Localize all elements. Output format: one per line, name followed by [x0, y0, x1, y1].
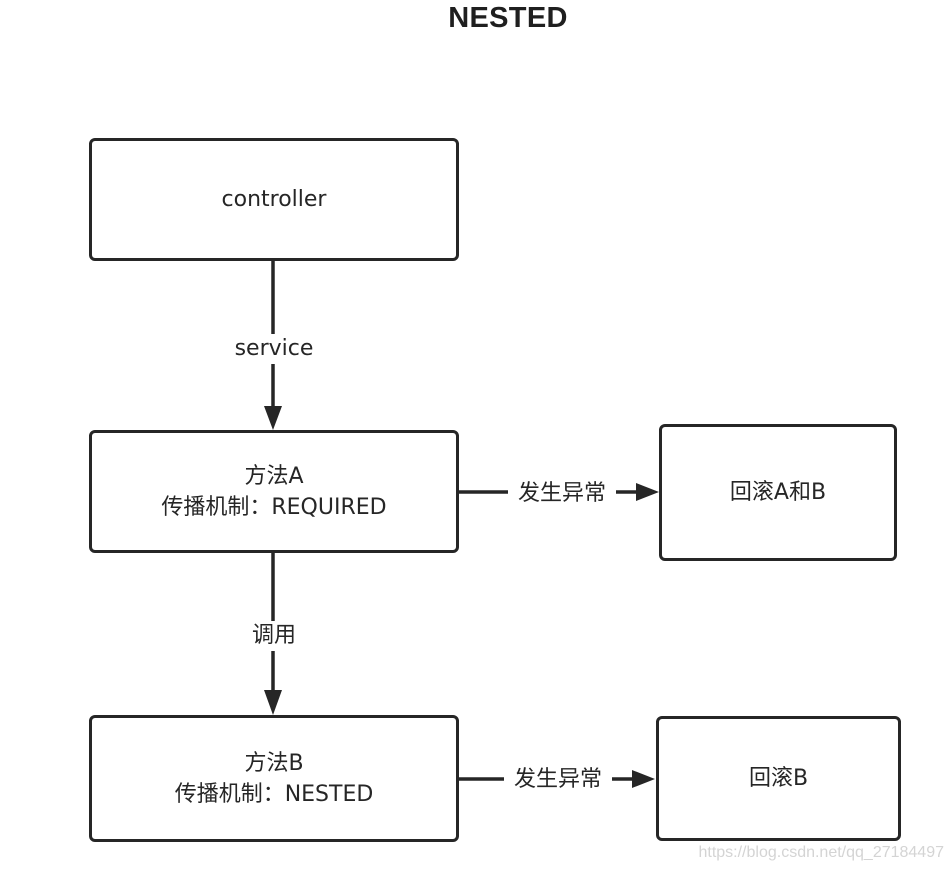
edge-label-invoke: 调用 [244, 621, 304, 651]
edge-label-service: service [228, 334, 320, 364]
node-method-b: 方法B 传播机制：NESTED [89, 715, 459, 842]
edge-exception-b-arrowhead [632, 770, 655, 788]
edge-label-exception-b: 发生异常 [504, 765, 612, 795]
node-rollback-a-and-b: 回滚A和B [659, 424, 897, 561]
watermark: https://blog.csdn.net/qq_27184497 [698, 844, 944, 861]
node-method-a: 方法A 传播机制：REQUIRED [89, 430, 459, 553]
node-controller: controller [89, 138, 459, 261]
node-rollback-b: 回滚B [656, 716, 901, 841]
node-rollback-a-and-b-label: 回滚A和B [729, 480, 827, 505]
edge-exception-a-arrowhead [636, 483, 659, 501]
edge-service-arrowhead [264, 406, 282, 430]
diagram-title: NESTED [448, 2, 568, 34]
node-rollback-b-label: 回滚B [748, 766, 809, 791]
node-method-a-propagation: 传播机制：REQUIRED [161, 494, 387, 520]
node-controller-label: controller [221, 187, 327, 212]
node-method-b-name: 方法B [244, 750, 304, 776]
node-method-b-propagation: 传播机制：NESTED [174, 781, 374, 807]
node-method-a-name: 方法A [244, 463, 304, 489]
edge-invoke-arrowhead [264, 690, 282, 715]
edge-label-exception-a: 发生异常 [508, 479, 616, 509]
